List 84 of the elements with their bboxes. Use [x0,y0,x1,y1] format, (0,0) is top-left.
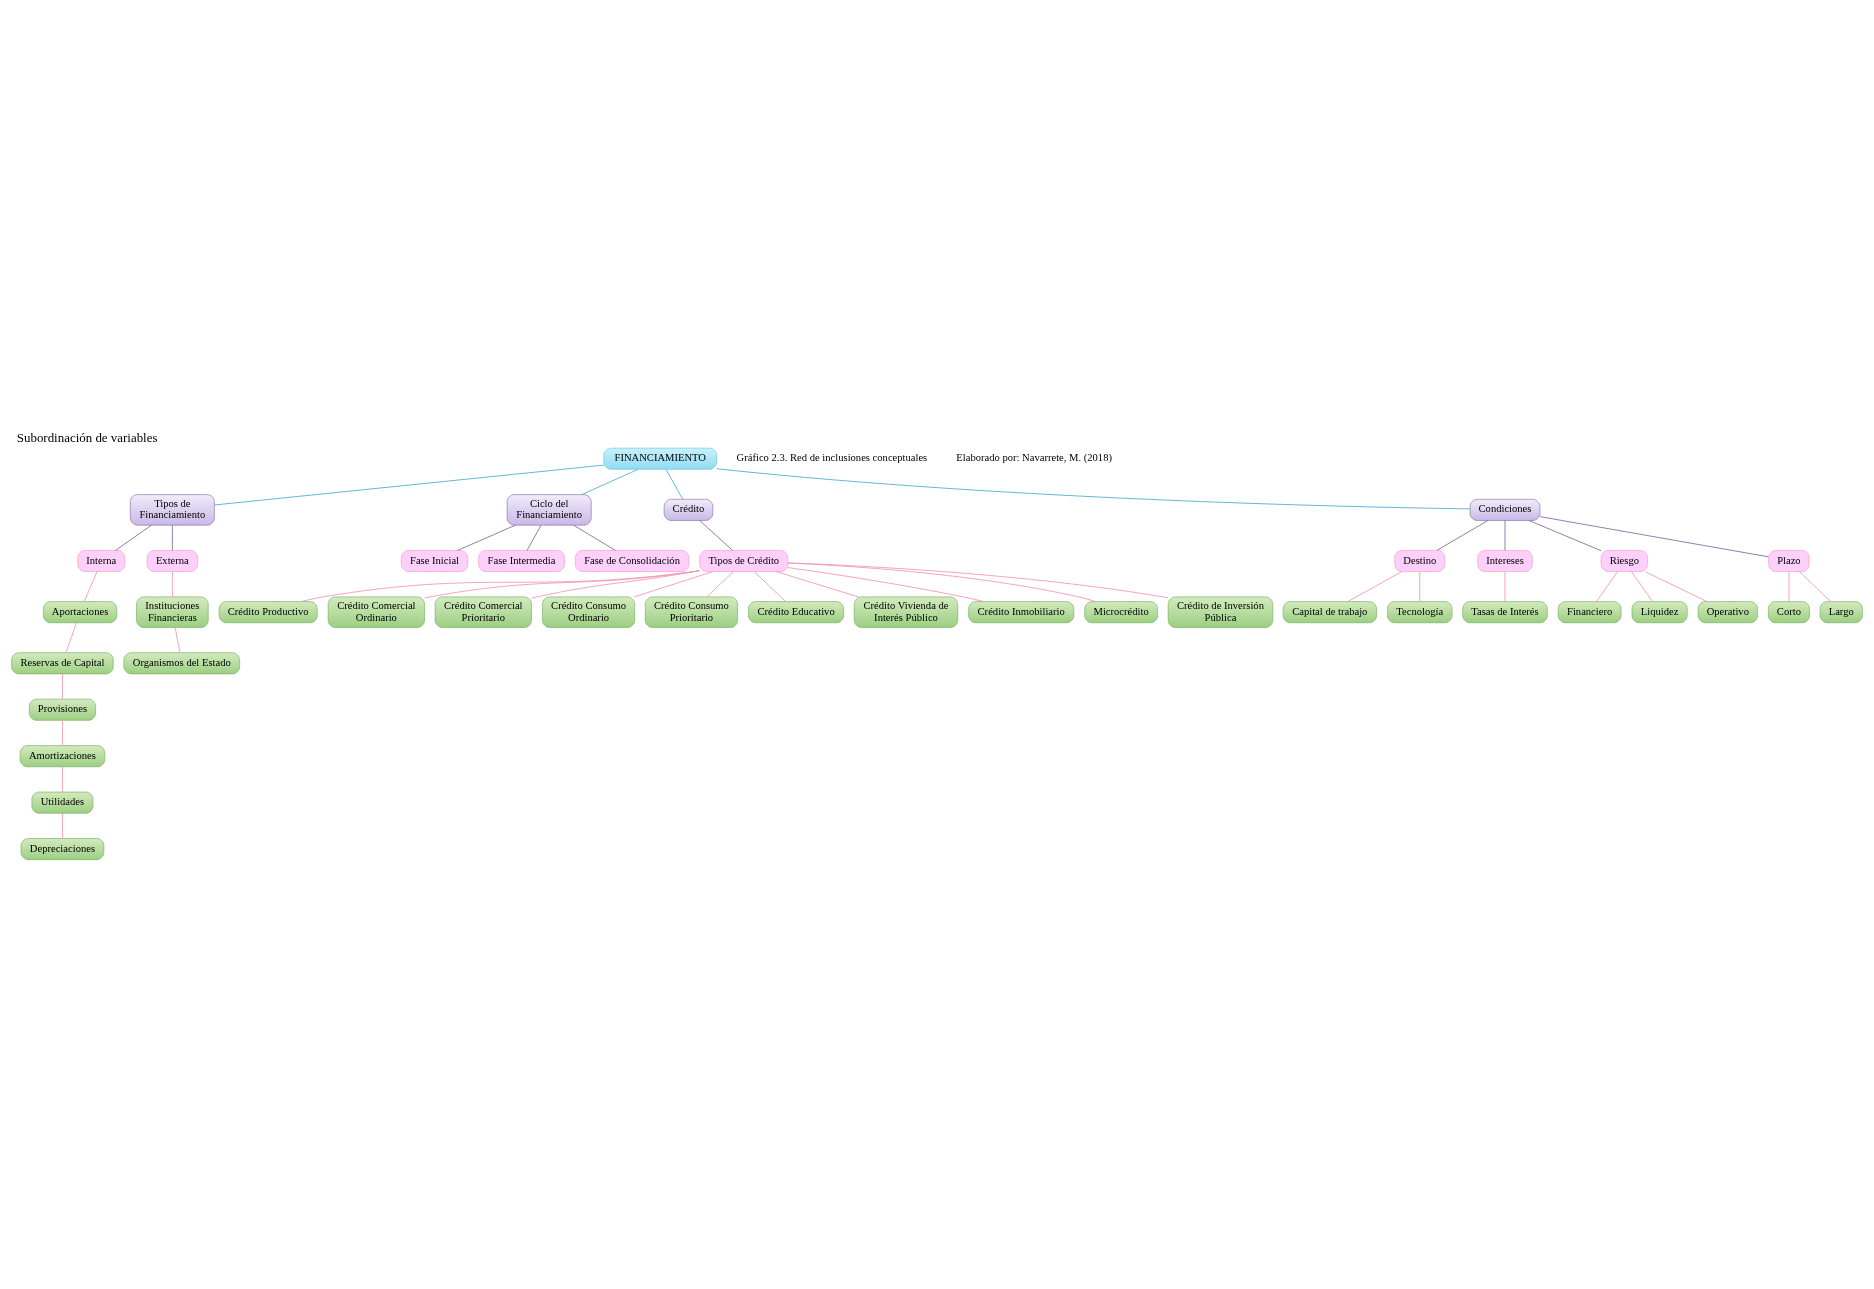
node-box: Interna [77,550,126,572]
node-box: Fase de Consolidación [575,550,690,572]
connector [1596,571,1618,602]
node-box: Corto [1768,601,1810,624]
connector [65,622,77,654]
node-box: Tecnología [1387,601,1453,624]
connector [1528,520,1602,552]
connector [526,524,542,551]
node-box: Tipos de Crédito [699,550,789,572]
node-box: Financiero [1557,601,1622,624]
node-box: Operativo [1697,601,1758,624]
connector [1347,571,1402,602]
connector [787,562,1096,602]
connector [62,719,63,746]
node-box: Utilidades [31,791,94,814]
node-box: Crédito Vivienda de Interés Público [853,596,958,628]
connector [1419,571,1421,602]
node-box: Liquidez [1631,601,1688,624]
node-box: Aportaciones [43,601,118,624]
node-box: Crédito Consumo Prioritario [645,596,738,628]
node-box: Microcrédito [1084,601,1158,624]
diagram-title: Subordinación de variables [16,430,158,446]
label: Elaborado por: Navarrete, M. (2018) [956,452,1112,464]
node-box: Fase Inicial [401,550,469,572]
connector [573,524,616,551]
node-box: Crédito de Inversión Pública [1167,596,1274,628]
connector [787,562,1169,599]
connector [115,524,152,551]
node-box: Crédito Inmobiliario [968,601,1075,624]
connector [633,571,713,598]
node-box: Reservas de Capital [11,652,114,675]
connector [706,571,734,598]
connector [776,571,859,598]
connector [62,812,63,839]
node-box: Provisiones [28,698,96,721]
node-box: Intereses [1477,550,1533,572]
connector [753,571,786,602]
connector [1539,516,1769,558]
connector [1644,571,1708,602]
node-box: FINANCIAMIENTO [603,447,717,470]
node-box: Plazo [1768,550,1810,572]
node-box: Crédito Consumo Ordinario [542,596,635,628]
node-box: Depreciaciones [20,838,105,860]
connector [83,571,98,602]
connector [531,570,701,599]
node-box: Crédito Productivo [218,601,318,624]
node-box: Riesgo [1600,550,1648,572]
connector [171,524,173,551]
caption: Gráfico 2.3. Red de inclusiones conceptuales [736,452,928,464]
connector [1504,520,1506,551]
node-box: Organismos del Estado [123,652,240,675]
node-box: Tasas de Interés [1462,601,1548,624]
connector [1631,571,1653,602]
node-box: Crédito Comercial Ordinario [327,596,425,628]
node-box: Amortizaciones [19,745,106,768]
node-box: Capital de trabajo [1282,601,1377,624]
connector [174,627,181,654]
connector [424,570,701,599]
node-box: Condiciones [1469,499,1541,521]
connector [1436,520,1489,551]
connector [665,469,684,500]
node-box: Crédito Comercial Prioritario [434,596,532,628]
connector [1799,571,1832,602]
node-box: Ciclo del Financiamiento [506,494,592,526]
connector [301,570,700,602]
connector [716,468,1471,510]
node-box: Tipos de Financiamiento [130,494,215,526]
node-box: Fase Intermedia [478,550,565,572]
connector [171,571,173,598]
node-box: Crédito Educativo [748,601,844,624]
node-box: Instituciones Financieras [136,596,209,628]
connector [787,567,984,602]
node-box: Destino [1394,550,1446,572]
connector [214,464,605,506]
connector [699,520,733,551]
connector [457,524,516,551]
connector [1788,571,1790,602]
node-box: Externa [146,550,198,572]
node-box: Largo [1819,601,1863,624]
connector [62,673,63,700]
connector [1504,571,1506,602]
node-box: Crédito [663,499,714,521]
connector [62,766,63,793]
connector [581,469,639,495]
